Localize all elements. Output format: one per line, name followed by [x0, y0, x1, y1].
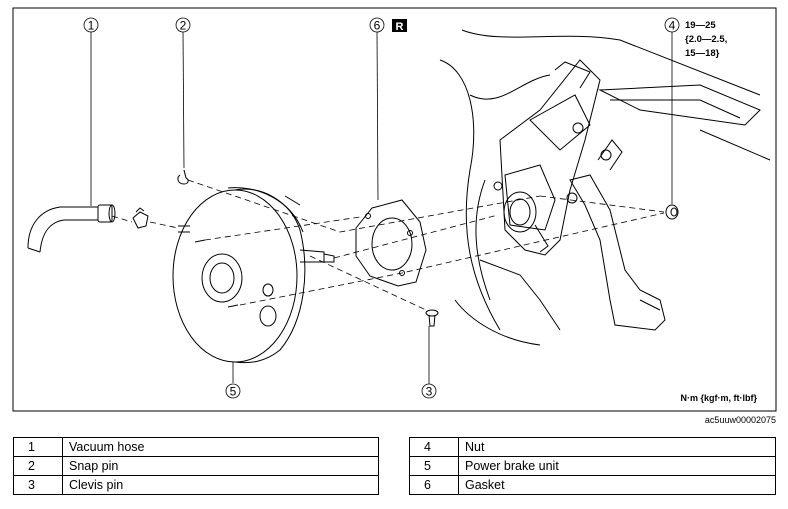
diagram-frame — [12, 7, 777, 412]
gasket — [355, 199, 427, 287]
legend-num: 2 — [13, 456, 63, 476]
torque-line-1: 19—25 — [685, 20, 716, 31]
callout-4: 4 — [664, 17, 680, 33]
assembly-lines — [111, 179, 665, 311]
legend-num: 3 — [13, 475, 63, 495]
callout-5: 5 — [225, 383, 241, 399]
legend-part-name: Power brake unit — [458, 456, 776, 476]
nut — [665, 204, 679, 220]
snap-pin — [177, 169, 189, 185]
legend-row: 4 Nut — [409, 437, 776, 457]
svg-text:5: 5 — [230, 385, 237, 399]
legend-row: 2 Snap pin — [13, 456, 379, 476]
clevis-clip — [132, 207, 149, 229]
torque-line-3: 15—18} — [685, 48, 720, 59]
callout-2: 2 — [175, 17, 191, 33]
legend-part-name: Vacuum hose — [62, 437, 379, 457]
parts-legend-left: 1 Vacuum hose 2 Snap pin 3 Clevis pin — [13, 437, 379, 495]
exploded-view-diagram: 1 2 3 4 5 6 R 19—25 {2.0—2.5, 15—18} N·m… — [12, 7, 777, 412]
legend-num: 5 — [409, 456, 459, 476]
legend-part-name: Snap pin — [62, 456, 379, 476]
figure-code: ac5uuw00002075 — [704, 415, 776, 425]
legend-row: 3 Clevis pin — [13, 475, 379, 495]
callout-leaders — [90, 31, 673, 384]
legend-part-name: Gasket — [458, 475, 776, 495]
legend-row: 1 Vacuum hose — [13, 437, 379, 457]
legend-row: 6 Gasket — [409, 475, 776, 495]
clevis-pin — [425, 309, 439, 327]
legend-num: 6 — [409, 475, 459, 495]
legend-part-name: Nut — [458, 437, 776, 457]
svg-text:3: 3 — [426, 385, 433, 399]
legend-part-name: Clevis pin — [62, 475, 379, 495]
svg-text:4: 4 — [669, 19, 676, 33]
legend-num: 1 — [13, 437, 63, 457]
units-note: N·m {kgf·m, ft·lbf} — [681, 393, 758, 403]
svg-text:6: 6 — [374, 19, 381, 33]
vacuum-hose — [27, 204, 116, 253]
callout-1: 1 — [83, 17, 99, 33]
legend-row: 5 Power brake unit — [409, 456, 776, 476]
parts-legend-right: 4 Nut 5 Power brake unit 6 Gasket — [409, 437, 776, 495]
torque-line-2: {2.0—2.5, — [685, 34, 727, 45]
svg-text:1: 1 — [88, 19, 95, 33]
callout-3: 3 — [421, 383, 437, 399]
legend-num: 4 — [409, 437, 459, 457]
pedal-bracket-assembly — [439, 29, 771, 346]
side-marker: R — [392, 19, 407, 33]
callout-6: 6 — [369, 17, 385, 33]
svg-text:2: 2 — [180, 19, 187, 33]
power-brake-unit — [172, 187, 335, 364]
svg-text:R: R — [396, 21, 404, 33]
